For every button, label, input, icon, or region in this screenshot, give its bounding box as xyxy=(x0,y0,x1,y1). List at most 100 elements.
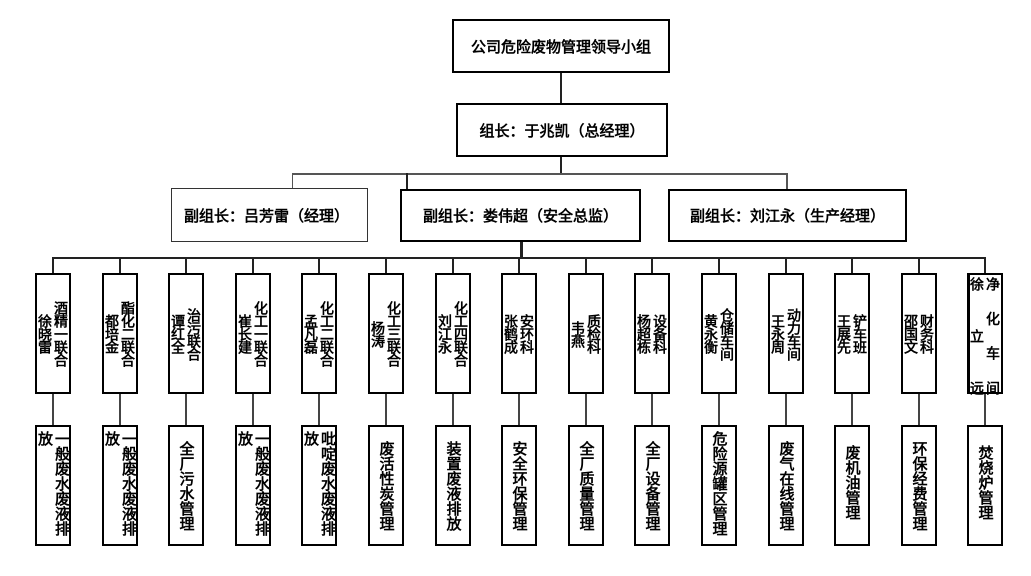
duty-label: 焚烧炉管理 xyxy=(976,445,995,520)
connector-unit-duty xyxy=(452,394,454,425)
connector-bus-unit xyxy=(918,258,920,273)
unit-dept: 财务科 xyxy=(918,314,934,353)
duty-box: 装置废液排放 xyxy=(435,425,471,546)
duty-label: 环保经费管理 xyxy=(910,441,929,531)
deputy-box-lou: 副组长：娄伟超（安全总监） xyxy=(400,189,641,242)
duty-box: 废气在线管理 xyxy=(768,425,804,546)
duty-label: 全厂污水管理 xyxy=(177,441,196,531)
unit-dept: 化工二联合 xyxy=(318,301,334,366)
unit-dept: 动力车间 xyxy=(785,307,801,360)
deputy-label: 副组长：娄伟超（安全总监） xyxy=(422,207,618,225)
unit-person: 杨超栋 xyxy=(635,314,651,353)
connector-bus-unit xyxy=(718,258,720,273)
unit-person: 杨涛 xyxy=(369,320,385,347)
duty-label: 一般废水废液排放 xyxy=(236,431,271,536)
deputy-label: 副组长：吕芳雷（经理） xyxy=(184,206,350,225)
connector-bus-unit xyxy=(651,258,653,273)
unit-dept: 净化车间 xyxy=(984,277,1000,394)
unit-person: 王永周 xyxy=(769,314,785,353)
unit-person: 谭红全 xyxy=(169,314,185,353)
duty-box: 废活性炭管理 xyxy=(368,425,404,546)
connector-bus-unit xyxy=(185,258,187,273)
connector-bus-unit xyxy=(851,258,853,273)
unit-box: 设备科杨超栋 xyxy=(634,273,670,394)
deputy-box-lu: 副组长：吕芳雷（经理） xyxy=(171,188,368,242)
duty-label: 废气在线管理 xyxy=(777,441,796,531)
unit-person: 邵国文 xyxy=(902,314,918,353)
connector-unit-duty xyxy=(851,394,853,425)
connector-bus-unit xyxy=(984,258,986,273)
connector-deputy-3 xyxy=(786,173,788,189)
unit-box: 财务科邵国文 xyxy=(901,273,937,394)
unit-dept: 酯化二联合 xyxy=(119,301,135,366)
unit-dept: 仓储车间 xyxy=(718,307,734,360)
unit-person: 刘江永 xyxy=(436,314,452,353)
leader-label: 组长：于兆凯（总经理） xyxy=(479,121,645,140)
connector-deputy-2 xyxy=(406,173,408,189)
duty-box: 一般废水废液排放 xyxy=(102,425,138,546)
duty-box: 环保经费管理 xyxy=(901,425,937,546)
connector-unit-duty xyxy=(984,394,986,425)
unit-person: 都培金 xyxy=(103,314,119,353)
duty-label: 全厂质量管理 xyxy=(577,441,596,531)
duty-box: 全厂污水管理 xyxy=(168,425,204,546)
unit-dept: 安环科 xyxy=(518,314,534,353)
deputies-bus xyxy=(292,173,788,175)
unit-person: 黄永衡 xyxy=(702,314,718,353)
connector-bus-unit xyxy=(385,258,387,273)
connector-unit-duty xyxy=(785,394,787,425)
unit-dept: 酒精一联合 xyxy=(52,301,68,366)
org-title: 公司危险废物管理领导小组 xyxy=(470,37,651,56)
duty-box: 焚烧炉管理 xyxy=(967,425,1003,546)
unit-dept: 设备科 xyxy=(651,314,667,353)
connector-unit-duty xyxy=(185,394,187,425)
connector-bus-unit xyxy=(318,258,320,273)
connector-unit-duty xyxy=(651,394,653,425)
unit-person: 韦燕 xyxy=(569,320,585,347)
connector-unit-duty xyxy=(518,394,520,425)
unit-dept: 质检科 xyxy=(585,314,601,353)
duty-box: 全厂设备管理 xyxy=(634,425,670,546)
duty-label: 一般废水废液排放 xyxy=(103,431,138,536)
unit-box: 仓储车间黄永衡 xyxy=(701,273,737,394)
duty-label: 安全环保管理 xyxy=(510,441,529,531)
duty-box: 吡啶废水废液排放 xyxy=(301,425,337,546)
duty-label: 装置废液排放 xyxy=(444,441,463,531)
unit-dept: 铲车班 xyxy=(851,314,867,353)
connector-deputy-units xyxy=(520,242,523,258)
duty-box: 一般废水废液排放 xyxy=(35,425,71,546)
connector-unit-duty xyxy=(918,394,920,425)
unit-box: 质检科韦燕 xyxy=(568,273,604,394)
connector-bus-unit xyxy=(518,258,520,273)
unit-person: 徐晓雷 xyxy=(36,314,52,353)
unit-person: 崔长建 xyxy=(236,314,252,353)
org-title-box: 公司危险废物管理领导小组 xyxy=(452,19,670,73)
duty-box: 安全环保管理 xyxy=(501,425,537,546)
unit-box: 动力车间王永周 xyxy=(768,273,804,394)
unit-box: 化工二联合孟凡磊 xyxy=(301,273,337,394)
unit-person: 张鹤成 xyxy=(502,314,518,353)
unit-box: 铲车班王展先 xyxy=(834,273,870,394)
unit-box: 化工一联合崔长建 xyxy=(235,273,271,394)
connector-bus-unit xyxy=(452,258,454,273)
unit-person: 徐立远 xyxy=(968,277,984,394)
duty-label: 废机油管理 xyxy=(843,445,862,520)
connector-bus-unit xyxy=(785,258,787,273)
connector-unit-duty xyxy=(385,394,387,425)
unit-person: 王展先 xyxy=(835,314,851,353)
unit-dept: 治污联合 xyxy=(185,307,201,360)
connector-unit-duty xyxy=(585,394,587,425)
deputy-label: 副组长：刘江永（生产经理） xyxy=(689,207,885,225)
duty-label: 一般废水废液排放 xyxy=(36,431,71,536)
duty-box: 一般废水废液排放 xyxy=(235,425,271,546)
connector-title-leader xyxy=(560,73,562,103)
unit-dept: 化工三联合 xyxy=(385,301,401,366)
unit-box: 安环科张鹤成 xyxy=(501,273,537,394)
connector-unit-duty xyxy=(718,394,720,425)
unit-box: 化工四联合刘江永 xyxy=(435,273,471,394)
connector-unit-duty xyxy=(119,394,121,425)
connector-deputy-1 xyxy=(292,173,293,188)
unit-box: 净化车间徐立远 xyxy=(967,273,1003,394)
connector-unit-duty xyxy=(318,394,320,425)
duty-box: 废机油管理 xyxy=(834,425,870,546)
